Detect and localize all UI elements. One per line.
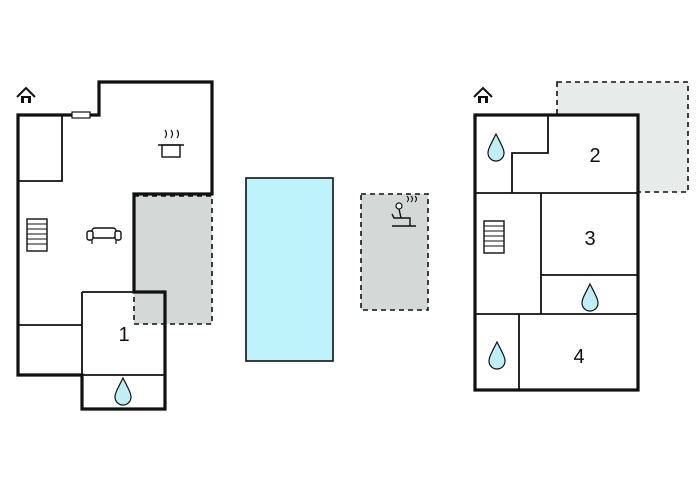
room-label-3: 3 [584, 228, 595, 250]
stairs-icon [26, 218, 48, 252]
entrance-icon [473, 86, 493, 103]
water-drop-icon [114, 376, 132, 406]
room-label-4: 4 [573, 346, 584, 368]
interior-walls [18, 115, 165, 376]
interior-walls [475, 115, 638, 390]
water-drop-icon [581, 282, 599, 312]
kitchen-pot-icon [158, 129, 184, 158]
stairs-icon [483, 220, 505, 254]
sauna-icon [391, 195, 418, 227]
sofa-icon [86, 227, 122, 244]
room-label-1: 1 [118, 324, 129, 346]
sauna-outline [360, 193, 429, 311]
ground-floor-plan: 1 [16, 80, 214, 411]
water-drop-icon [487, 132, 505, 162]
entrance-icon [16, 86, 36, 103]
water-drop-icon [488, 340, 506, 370]
sauna-area [360, 193, 429, 311]
window [71, 111, 91, 119]
room-label-2: 2 [589, 145, 600, 167]
pool-area [245, 177, 334, 362]
terrace-area [133, 195, 213, 325]
upper-floor-plan: 2 3 4 [473, 81, 689, 392]
